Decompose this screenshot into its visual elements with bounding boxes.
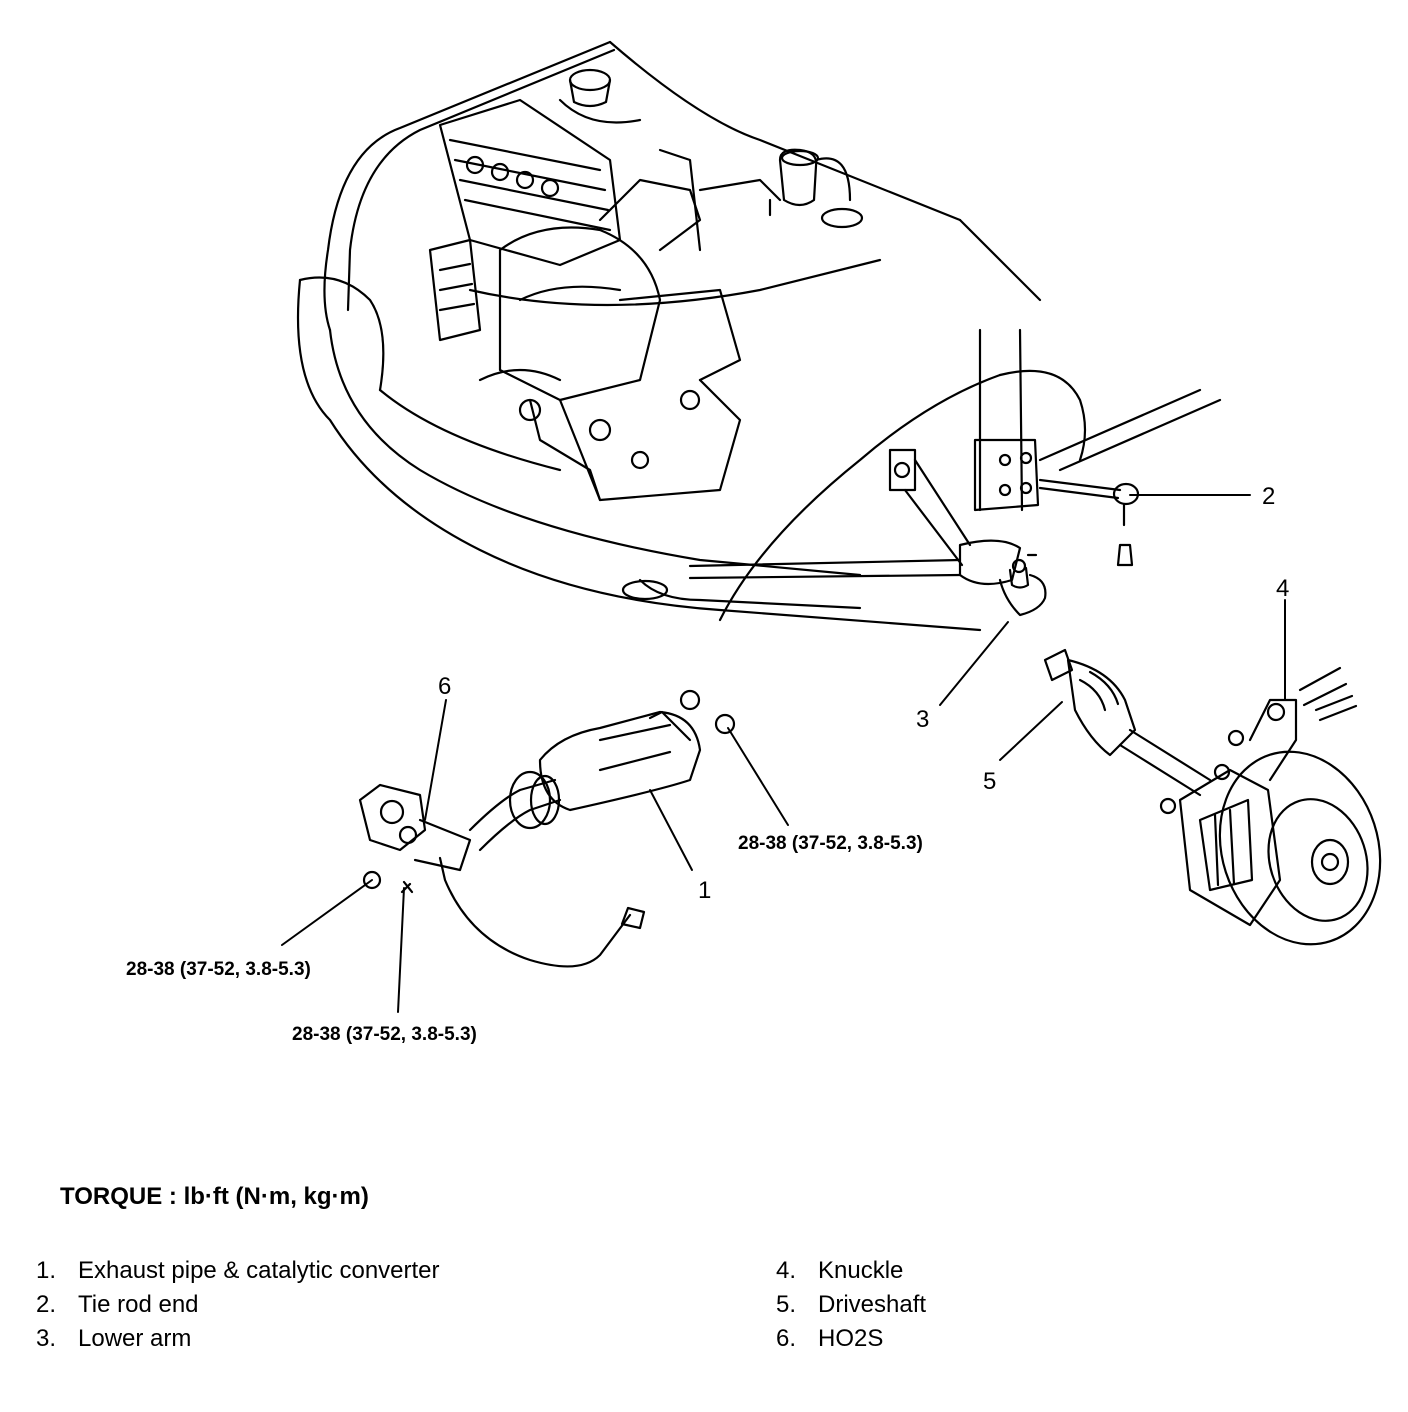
vehicle-front-body <box>296 40 1222 632</box>
torque-spec-flange-nut: 28-38 (37-52, 3.8-5.3) <box>126 959 311 980</box>
legend-title: TORQUE : lb·ft (N·m, kg·m) <box>60 1183 369 1210</box>
legend-item-label: Exhaust pipe & catalytic converter <box>78 1257 440 1284</box>
callout-3: 3 <box>916 706 929 733</box>
legend-item-label: Tie rod end <box>78 1291 199 1318</box>
legend-item-number: 3. <box>36 1325 57 1352</box>
legend-item: 6. HO2S <box>776 1322 926 1356</box>
callout-2: 2 <box>1262 483 1275 510</box>
front-flange-and-ho2s-part <box>358 783 646 968</box>
legend-column-right: 4. Knuckle 5. Driveshaft 6. HO2S <box>776 1254 926 1356</box>
catalytic-converter-part <box>468 689 736 852</box>
legend-item: 1. Exhaust pipe & catalytic converter <box>36 1254 440 1288</box>
callout-1: 1 <box>698 877 711 904</box>
legend-item-label: Driveshaft <box>818 1291 927 1318</box>
legend-item-label: HO2S <box>818 1325 884 1352</box>
lower-arm-part <box>688 448 1047 617</box>
legend-item-label: Lower arm <box>78 1325 192 1352</box>
legend-item: 4. Knuckle <box>776 1254 926 1288</box>
legend-item-number: 4. <box>776 1257 797 1284</box>
torque-spec-flange-bolt: 28-38 (37-52, 3.8-5.3) <box>292 1024 477 1045</box>
legend-item-number: 5. <box>776 1291 797 1318</box>
callout-5: 5 <box>983 768 996 795</box>
engine-and-transaxle <box>428 68 882 502</box>
legend-column-left: 1. Exhaust pipe & catalytic converter 2.… <box>36 1254 440 1356</box>
callout-6: 6 <box>438 673 451 700</box>
legend-item-number: 2. <box>36 1291 57 1318</box>
legend-item: 2. Tie rod end <box>36 1288 440 1322</box>
knuckle-part <box>1159 666 1382 946</box>
legend-item: 5. Driveshaft <box>776 1288 926 1322</box>
torque-spec-converter-nuts: 28-38 (37-52, 3.8-5.3) <box>738 833 923 854</box>
legend-item: 3. Lower arm <box>36 1322 440 1356</box>
legend-item-number: 6. <box>776 1325 797 1352</box>
legend-item-label: Knuckle <box>818 1257 904 1284</box>
driveshaft-part <box>1043 648 1212 797</box>
strut-assembly <box>973 328 1040 512</box>
tie-rod-end-part <box>1038 478 1140 567</box>
callout-4: 4 <box>1276 575 1289 602</box>
legend-item-number: 1. <box>36 1257 57 1284</box>
leader-lines <box>281 494 1286 1013</box>
